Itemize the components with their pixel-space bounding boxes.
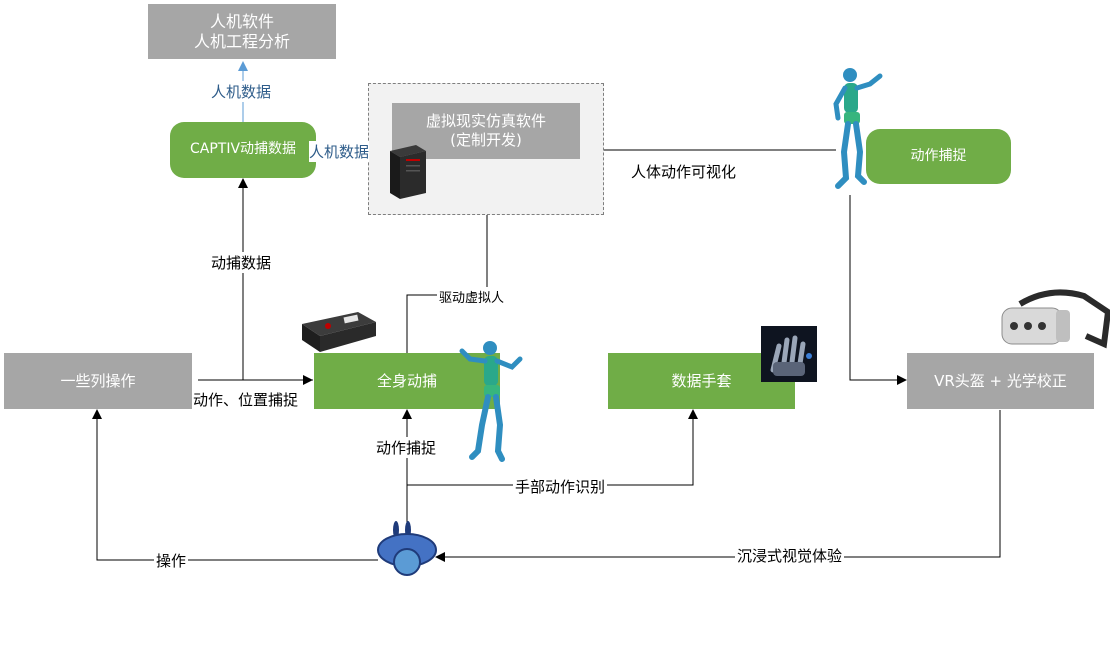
fullbody-mocap-label: 全身动捕 [376,371,437,390]
user-top-view-icon [377,521,437,576]
vr-simulation-line2: (定制开发) [450,131,522,149]
edge-label-hand-recognition: 手部动作识别 [513,476,608,497]
vr-headset-label: VR头盔 + 光学校正 [934,371,1067,390]
operations-node: 一些列操作 [4,353,192,409]
edge-label-captiv-to-sim: 人机数据 [309,141,370,162]
ergonomics-line1: 人机软件 [209,11,274,31]
vr-simulation-line1: 虚拟现实仿真软件 [425,112,546,131]
vr-simulation-node: 虚拟现实仿真软件 (定制开发) [392,103,580,159]
edge-label-drive-avatar: 驱动虚拟人 [437,287,507,306]
data-gloves-label: 数据手套 [671,371,732,390]
captiv-label: CAPTIV动捕数据 [189,141,297,158]
edge-label-immersive: 沉浸式视觉体验 [735,545,845,566]
vr-headset-icon [1001,289,1110,349]
edge-label-body-visualization: 人体动作可视化 [631,163,737,181]
edge-label-motion-capture: 动作捕捉 [374,437,439,458]
data-glove-icon [761,326,817,382]
ergonomics-line2: 人机工程分析 [193,31,290,51]
vr-headset-node: VR头盔 + 光学校正 [907,353,1094,409]
edge-mocap-to-headset [849,195,907,385]
operations-label: 一些列操作 [60,371,136,390]
mannequin-icon [459,341,523,462]
edge-headset-to-user [435,410,1001,562]
mocap-label: 动作捕捉 [910,147,967,164]
edge-label-mocap-data: 动捕数据 [209,252,274,273]
edge-user-to-operations [92,409,378,561]
ergonomics-node: 人机软件 人机工程分析 [148,4,336,59]
workstation-icon [390,145,426,199]
edge-label-operate: 操作 [154,550,189,571]
edge-user-to-gloves [407,409,698,486]
mocap-node: 动作捕捉 [866,129,1011,184]
mannequin-icon [833,68,883,189]
edge-label-motion-position: 动作、位置捕捉 [193,391,299,409]
fullbody-mocap-node: 全身动捕 [314,353,500,409]
captiv-node: CAPTIV动捕数据 [170,122,316,178]
mocap-device-icon [302,312,376,352]
edge-label-ergo-data: 人机数据 [209,81,274,102]
